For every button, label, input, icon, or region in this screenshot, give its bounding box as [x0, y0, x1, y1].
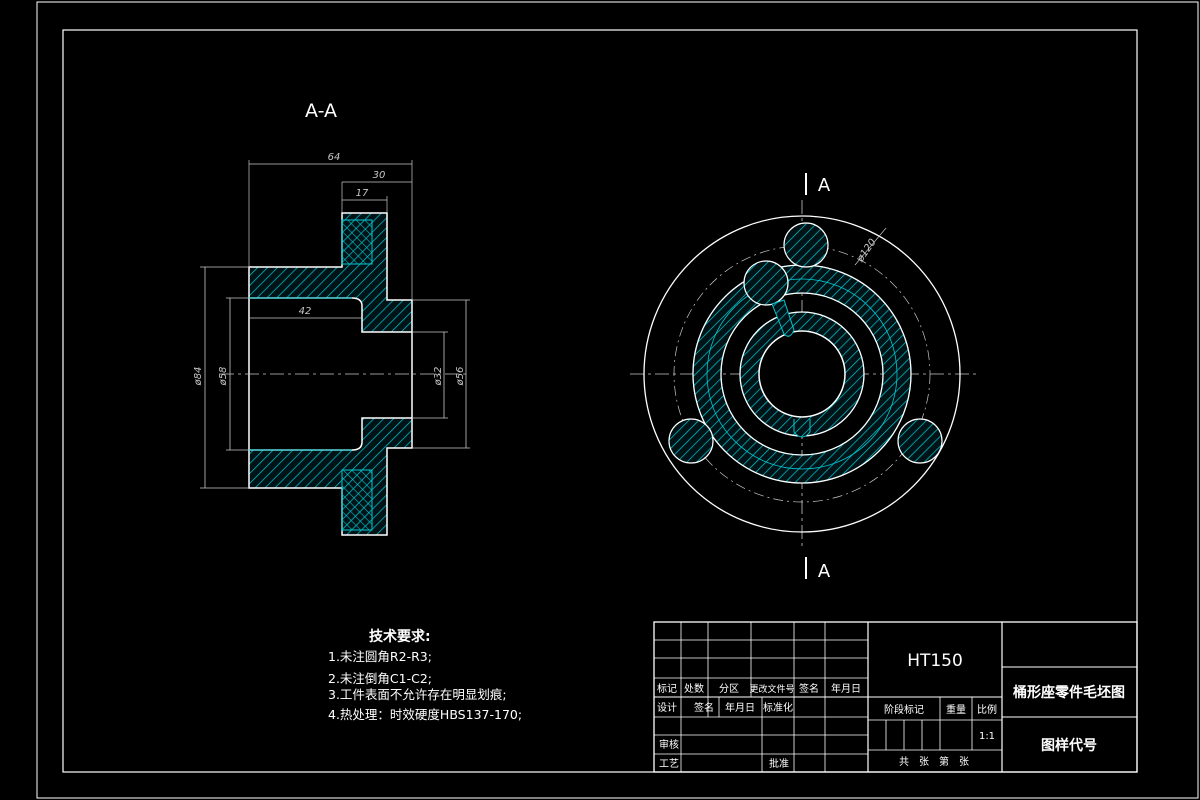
dim-42: 42 [299, 306, 312, 317]
flange-hole-bottom [341, 469, 373, 531]
hdr-mark: 标记 [657, 683, 677, 695]
scale-value: 1:1 [979, 731, 995, 742]
cut-label-top: A [818, 175, 831, 196]
slot-boss [743, 260, 789, 306]
tech-item-3: 3.工件表面不允许存在明显划痕; [328, 687, 507, 702]
dim-64: 64 [328, 152, 341, 163]
row-design-sign: 签名 [694, 701, 714, 714]
sheet-count: 共 张 第 张 [899, 755, 969, 768]
tech-item-2: 2.未注倒角C1-C2; [328, 671, 432, 686]
dim-17: 17 [356, 188, 369, 199]
tech-title: 技术要求: [369, 628, 431, 645]
stage-mark: 阶段标记 [884, 703, 924, 716]
bolt-hole-right [897, 418, 943, 464]
tech-item-4: 4.热处理：时效硬度HBS137-170; [328, 707, 522, 722]
section-view: A-A 64 30 17 42 [193, 100, 470, 536]
hdr-date: 年月日 [831, 682, 861, 695]
row-process: 工艺 [659, 758, 679, 770]
flange-hole-top [341, 219, 373, 265]
outer-frame [36, 1, 1199, 799]
weight-label: 重量 [946, 703, 966, 716]
tech-requirements: 技术要求: 1.未注圆角R2-R3; 2.未注倒角C1-C2; 3.工件表面不允… [328, 628, 522, 722]
dim-58: ø58 [218, 367, 229, 387]
cut-label-bottom: A [818, 561, 831, 582]
flange-outer-circle [643, 215, 961, 533]
hdr-change-doc: 更改文件号 [749, 683, 794, 695]
drawing-name: 桶形座零件毛坯图 [1013, 684, 1125, 701]
hdr-zone: 分区 [719, 683, 739, 695]
inner-frame [62, 29, 1138, 773]
row-design: 设计 [657, 701, 677, 714]
bolt-hole-top [783, 222, 829, 268]
row-standard: 标准化 [763, 701, 793, 714]
middle-circle [706, 278, 898, 470]
section-title: A-A [305, 100, 337, 122]
slot [771, 299, 795, 337]
tech-item-1: 1.未注圆角R2-R3; [328, 649, 432, 664]
dim-84: ø84 [193, 367, 204, 387]
row-design-date: 年月日 [725, 701, 755, 714]
dim-32: ø32 [433, 367, 444, 387]
dim-56: ø56 [455, 367, 466, 387]
front-view: A A ø120 [630, 173, 980, 582]
row-review: 审核 [659, 738, 679, 751]
hdr-sign: 签名 [799, 682, 819, 695]
material: HT150 [907, 651, 963, 671]
bore-notch [793, 419, 811, 438]
title-block-text: HT150 桶形座零件毛坯图 图样代号 标记 处数 分区 更改文件号 签名 年月… [657, 651, 1125, 770]
dim-120: ø120 [855, 237, 879, 265]
bolt-hole-left [668, 418, 714, 464]
dim-30: 30 [373, 170, 386, 181]
scale-label: 比例 [977, 703, 997, 716]
row-approve: 批准 [769, 757, 789, 770]
drawing-code: 图样代号 [1041, 737, 1097, 754]
bore-circle [758, 330, 846, 418]
hub-inner-circle [720, 292, 884, 456]
hdr-count: 处数 [684, 682, 704, 695]
title-block [653, 621, 1138, 773]
